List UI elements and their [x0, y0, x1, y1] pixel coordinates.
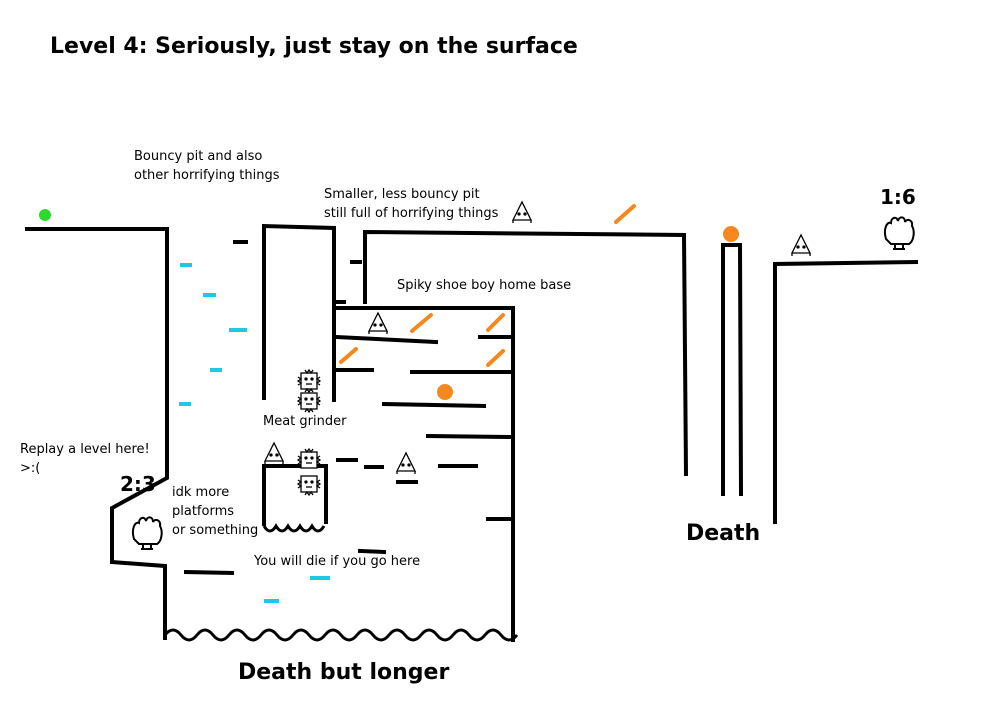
big-pit-right-wall — [334, 306, 515, 642]
death-floors — [163, 523, 519, 642]
platforms-label-line: idk more — [172, 485, 230, 500]
smaller-pit-label: Smaller, less bouncy pit still full of h… — [324, 185, 498, 223]
bouncy-pit-label-line: other horrifying things — [134, 168, 280, 183]
grinder-block — [296, 447, 322, 469]
box-bottom-wave — [262, 523, 326, 533]
thin-pillar — [721, 243, 744, 497]
platforms-label: idk more platforms or something — [172, 483, 258, 540]
bouncy-pit-label: Bouncy pit and also other horrifying thi… — [134, 147, 280, 185]
ledge-f — [425, 433, 513, 440]
spring-pad — [486, 313, 505, 332]
spiky-shoe-enemy — [511, 200, 533, 223]
platforms-label-line: or something — [172, 523, 259, 538]
upper-ledge — [363, 229, 689, 477]
walls — [25, 223, 919, 642]
grinder-block — [296, 475, 322, 497]
bouncy-platforms — [179, 263, 330, 603]
death-but-longer-label: Death but longer — [238, 660, 450, 685]
replay-label-line: Replay a level here! — [20, 442, 150, 457]
grinder-block — [296, 392, 322, 414]
door-label-left: 2:3 — [120, 472, 156, 496]
exit-ledge — [773, 259, 919, 524]
spiky-home-label: Spiky shoe boy home base — [397, 278, 572, 293]
spring-pads — [339, 204, 636, 367]
ledge-m — [357, 548, 387, 555]
ledge-l — [183, 569, 235, 576]
spiky-shoe-enemy — [367, 311, 389, 334]
big-pit-floor-wave — [163, 628, 519, 642]
start-ledge-wall — [25, 227, 169, 640]
spring-pad — [614, 204, 636, 224]
spiky-shoe-enemy — [790, 233, 812, 256]
smaller-pit-label-line: Smaller, less bouncy pit — [324, 187, 480, 202]
spring-pad — [339, 347, 358, 364]
spring-pad — [486, 349, 505, 367]
start-point-dot — [39, 209, 51, 221]
meat-grinder-blocks — [296, 368, 322, 497]
smaller-pit-label-line: still full of horrifying things — [324, 206, 499, 221]
grinder-column — [262, 223, 336, 402]
die-here-label: You will die if you go here — [254, 554, 421, 569]
platforms-label-line: platforms — [172, 504, 235, 519]
orange-orb — [437, 384, 453, 400]
meat-grinder-label: Meat grinder — [263, 414, 347, 429]
glove-door-icon — [131, 516, 163, 550]
orange-orb — [723, 226, 739, 242]
ledge-a — [333, 334, 439, 345]
door-label-right: 1:6 — [880, 185, 916, 209]
ledge-e — [381, 401, 487, 409]
spring-pad — [410, 313, 433, 333]
level-title: Level 4: Seriously, just stay on the sur… — [50, 34, 578, 59]
spiky-shoe-enemy — [395, 451, 417, 474]
glove-door-icon — [883, 216, 915, 250]
lower-box — [262, 464, 328, 526]
glove-doors — [131, 216, 915, 550]
spiky-shoe-enemies — [263, 200, 812, 474]
replay-label: Replay a level here! >:( — [20, 440, 150, 478]
bouncy-pit-label-line: Bouncy pit and also — [134, 149, 263, 164]
grinder-block — [296, 368, 322, 394]
replay-label-line: >:( — [20, 461, 41, 476]
spiky-shoe-enemy — [263, 441, 285, 464]
death-label: Death — [686, 521, 761, 546]
